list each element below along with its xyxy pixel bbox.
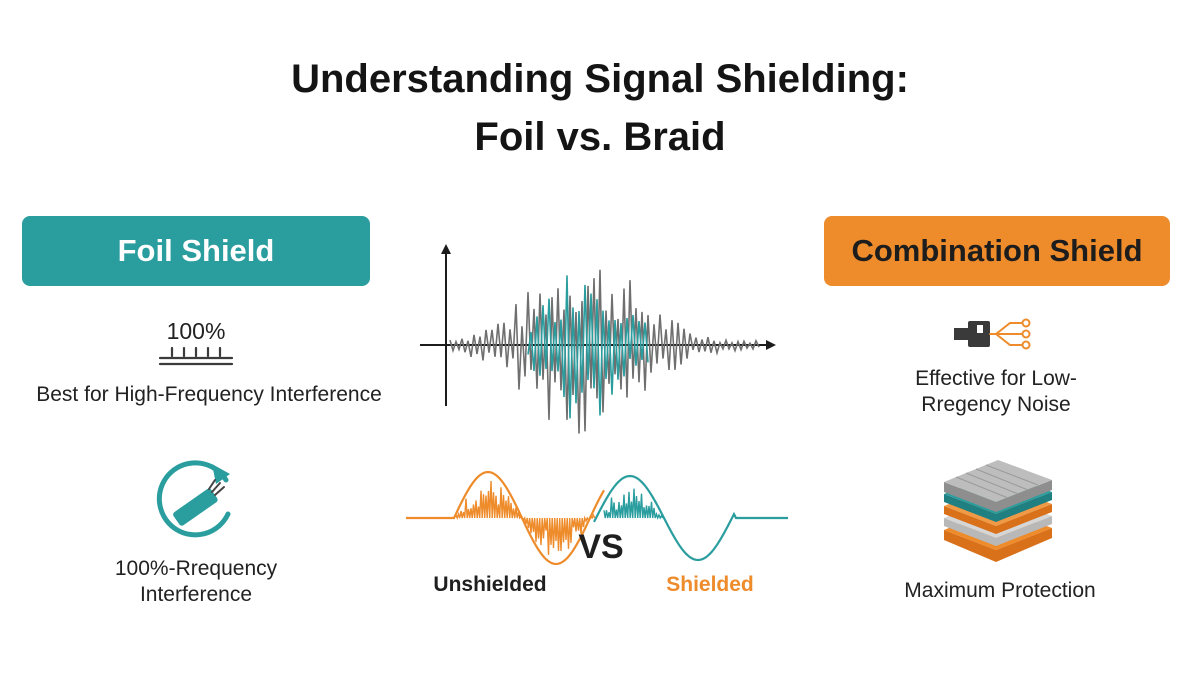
shielded-label: Shielded <box>666 573 754 596</box>
combo-caption-line-2: Rregency Noise <box>921 393 1071 416</box>
coverage-label: 100% <box>166 318 226 344</box>
foil-shield-banner-label: Foil Shield <box>117 233 275 268</box>
foil-caption-high-frequency: Best for High-Frequency Interference <box>36 383 382 406</box>
title-line-1: Understanding Signal Shielding: <box>291 57 909 101</box>
foil-caption-2-line-1: 100%-Rrequency <box>114 557 278 580</box>
unshielded-noise-burst <box>455 480 596 555</box>
unshielded-waveform <box>406 470 605 566</box>
combo-caption-low-frequency: Effective for Low- Rregency Noise <box>880 366 1112 418</box>
combo-caption-max-protection: Maximum Protection <box>904 579 1096 602</box>
foil-caption-2-line-2: Interference <box>139 583 253 606</box>
foil-shield-banner: Foil Shield <box>22 216 370 286</box>
x-axis-arrow <box>766 340 776 350</box>
title-line-2: Foil vs. Braid <box>474 115 726 159</box>
foil-comb-icon <box>158 346 234 366</box>
vs-label: VS <box>578 528 624 566</box>
page-title: Understanding Signal Shielding: Foil vs.… <box>0 50 1200 166</box>
y-axis-arrow <box>441 244 451 254</box>
combination-shield-banner-label: Combination Shield <box>851 233 1143 268</box>
unshielded-label: Unshielded <box>433 573 547 596</box>
combo-caption-line-1: Effective for Low- <box>915 367 1077 390</box>
braided-cable-icon <box>954 318 1031 350</box>
shielded-noise-burst <box>603 488 664 521</box>
cable-wrap-icon <box>156 460 231 538</box>
shielded-waveform <box>593 474 788 562</box>
signal-noise-chart <box>420 244 776 434</box>
shielded-residual-waveform <box>527 275 649 419</box>
foil-caption-2: 100%-Rrequency Interference <box>96 556 296 608</box>
comparison-waveforms <box>406 470 788 566</box>
combination-shield-banner: Combination Shield <box>824 216 1170 286</box>
layered-shield-icon <box>944 460 1052 562</box>
